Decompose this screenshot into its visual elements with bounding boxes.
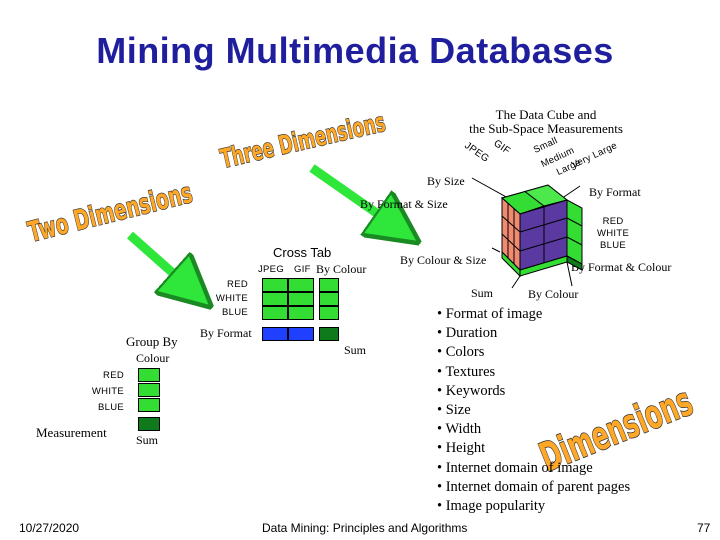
crosstab-cell [262,292,288,306]
crosstab-colour-red: RED [227,279,248,290]
wordart-two-dimensions: Two Dimensions [25,178,196,249]
cube-colour-red: RED [602,216,624,227]
list-item: • Keywords [437,382,506,399]
cube-colour-blue: BLUE [600,240,627,251]
crosstab-format-jpeg: JPEG [258,264,285,275]
list-item: • Internet domain of image [437,459,593,476]
crosstab-cell [288,278,314,292]
cube-caption-line1: The Data Cube and [495,107,597,122]
cube-by-colour: By Colour [528,287,579,301]
cube-by-format-size: By Format & Size [360,197,448,211]
crosstab-cell [288,292,314,306]
data-cube [471,177,583,289]
crosstab-row-total [319,306,339,320]
crosstab-title: Cross Tab [273,245,332,260]
cube-side-line [566,236,583,246]
groupby-cell [138,398,160,412]
groupby-colour-blue: BLUE [97,402,124,413]
crosstab-by-format: By Format [200,326,252,340]
cube-sum: Sum [471,286,494,300]
dimensions-list: • Format of image • Duration • Colors • … [437,305,630,516]
slide-title: Mining Multimedia Databases [96,30,614,71]
cube-bottom-corner [566,255,583,271]
crosstab-grand-total [319,327,339,341]
footer-title: Data Mining: Principles and Algorithms [262,521,468,535]
cube-caption: The Data Cube and the Sub-Space Measurem… [456,108,636,136]
crosstab-format-total [288,327,314,341]
page-number: 77 [697,521,711,535]
cube-leader-sum [511,275,521,289]
crosstab-colour-labels: RED WHITE BLUE [213,278,248,320]
cube-grid-line [519,236,568,252]
cube-grid-line [519,217,568,233]
groupby-colour: Colour [136,351,170,365]
list-item: • Internet domain of parent pages [437,478,631,495]
list-item: • Image popularity [437,498,546,515]
cube-colour-white: WHITE [597,228,630,239]
cube-by-size: By Size [427,174,465,188]
crosstab-format-total [262,327,288,341]
cube-caption-line2: the Sub-Space Measurements [469,121,623,136]
crosstab-colour-blue: BLUE [221,307,248,318]
cube-by-format-colour: By Format & Colour [571,260,672,274]
crosstab-row-total [319,292,339,306]
cube-by-colour-size: By Colour & Size [400,253,487,267]
cube-leader-colour-size [491,247,501,253]
crosstab-cell [288,306,314,320]
cube-side-line [566,217,583,227]
crosstab-by-colour: By Colour [316,262,367,276]
crosstab-colour-white: WHITE [215,293,248,304]
list-item: • Width [437,421,482,438]
list-item: • Duration [437,325,498,342]
crosstab-format-gif: GIF [294,264,311,275]
crosstab-row-total [319,278,339,292]
arrow-three-to-two [309,164,398,228]
cube-by-format: By Format [589,185,641,199]
groupby-title: Group By [126,334,178,349]
groupby-cell [138,368,160,382]
list-item: • Textures [437,363,496,380]
crosstab-cell [262,306,288,320]
wordart-dimensions: Dimensions [535,378,700,482]
groupby-colour-white: WHITE [91,386,124,397]
groupby-sum: Sum [136,433,159,447]
groupby-cell [138,383,160,397]
arrow-two-to-crosstab [127,231,192,290]
cube-colour-labels: RED WHITE BLUE [597,216,629,252]
list-item: • Format of image [437,306,543,322]
cube-grid-line [501,215,521,233]
list-item: • Colors [437,344,485,361]
crosstab-cell [262,278,288,292]
cube-side-column [566,199,583,265]
list-item: • Size [437,402,471,419]
groupby-sum-cell [138,417,160,431]
groupby-measurement: Measurement [36,425,107,440]
cube-leader-colour [566,261,573,287]
footer-date: 10/27/2020 [19,521,80,535]
groupby-colour-red: RED [103,370,124,381]
wordart-three-dimensions: Three Dimensions [217,108,389,176]
cube-grid-line [501,233,521,252]
list-item: • Height [437,440,486,457]
crosstab-sum: Sum [344,343,367,357]
groupby-colour-labels: RED WHITE BLUE [88,368,124,416]
